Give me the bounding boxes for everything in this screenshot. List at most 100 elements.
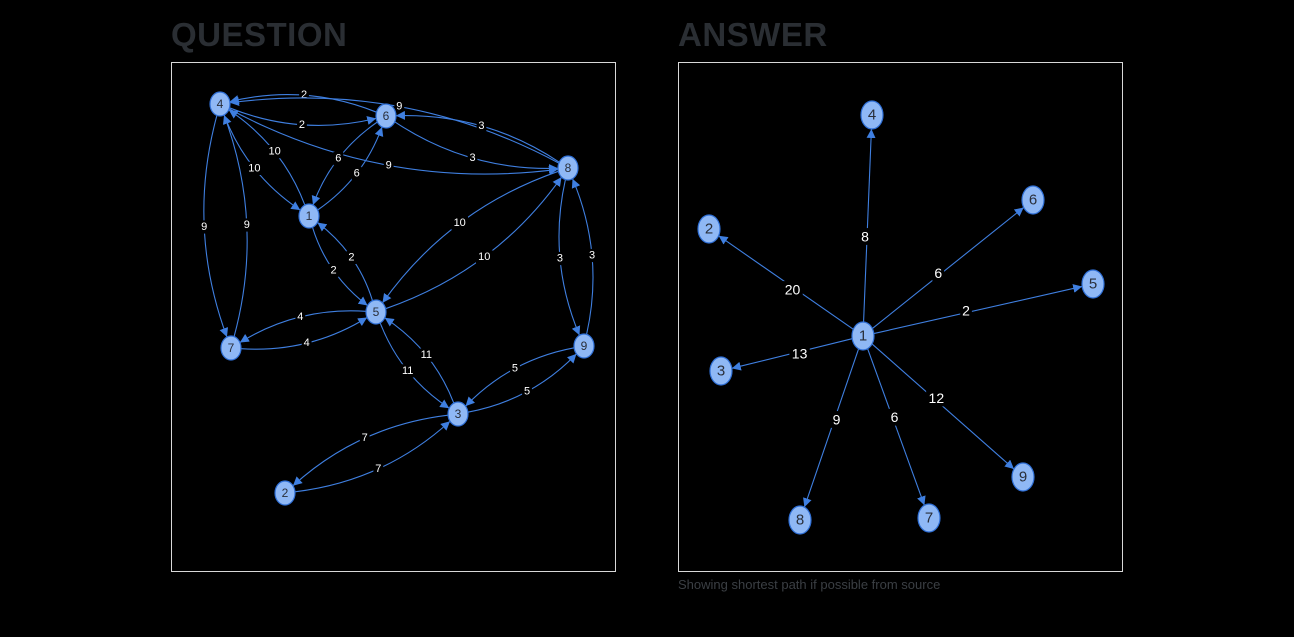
question-edge-6-1 bbox=[311, 121, 378, 206]
answer-edge-1-9 bbox=[871, 343, 1015, 470]
question-edge-label-6-8: 3 bbox=[469, 152, 475, 164]
question-edge-label-bg-6-4 bbox=[299, 88, 309, 102]
question-node-2 bbox=[274, 480, 296, 506]
answer-edge-label-1-5: 2 bbox=[962, 303, 970, 319]
answer-node-label-7: 7 bbox=[925, 510, 933, 527]
question-edge-label-6-1: 6 bbox=[335, 153, 341, 165]
answer-caption: Showing shortest path if possible from s… bbox=[678, 577, 941, 592]
answer-edge-label-bg-1-4 bbox=[859, 228, 871, 245]
answer-edge-label-bg-1-8 bbox=[830, 411, 843, 428]
question-edge-3-9 bbox=[467, 353, 577, 413]
question-edge-label-5-3: 11 bbox=[402, 365, 413, 377]
answer-edge-label-bg-1-2 bbox=[782, 281, 803, 298]
question-edge-label-7-4: 9 bbox=[244, 219, 250, 231]
question-edge-label-6-4: 2 bbox=[301, 89, 307, 101]
question-edge-label-bg-7-4 bbox=[241, 218, 252, 232]
question-node-label-5: 5 bbox=[373, 305, 380, 319]
question-edge-label-2-3: 7 bbox=[375, 463, 381, 475]
answer-node-4 bbox=[860, 100, 884, 130]
question-edge-label-bg-8-4 bbox=[394, 100, 405, 114]
question-edge-label-3-9: 5 bbox=[524, 386, 530, 398]
question-edge-label-bg-4-6 bbox=[297, 118, 307, 132]
answer-node-8 bbox=[788, 505, 812, 535]
question-node-6 bbox=[375, 103, 397, 129]
answer-node-5 bbox=[1081, 269, 1105, 299]
question-edge-label-9-8: 3 bbox=[589, 249, 595, 261]
question-edge-label-8-6: 3 bbox=[478, 120, 484, 132]
answer-node-6 bbox=[1021, 185, 1045, 215]
answer-edge-label-bg-1-5 bbox=[960, 302, 972, 320]
question-node-label-2: 2 bbox=[282, 486, 289, 500]
question-edge-label-bg-4-7 bbox=[199, 220, 210, 234]
question-edge-label-8-9: 3 bbox=[557, 253, 563, 265]
question-node-label-7: 7 bbox=[228, 341, 235, 355]
question-edge-label-bg-1-4 bbox=[266, 145, 283, 159]
question-edge-label-bg-6-8 bbox=[467, 151, 478, 165]
question-edge-label-bg-2-3 bbox=[373, 462, 384, 476]
answer-node-1 bbox=[851, 321, 875, 351]
question-edge-label-bg-9-8 bbox=[587, 248, 597, 263]
question-node-1 bbox=[298, 203, 320, 229]
answer-node-label-5: 5 bbox=[1089, 276, 1097, 293]
answer-title: ANSWER bbox=[678, 16, 828, 53]
answer-node-label-2: 2 bbox=[705, 221, 713, 238]
answer-edge-label-1-9: 12 bbox=[929, 390, 945, 406]
question-edge-label-bg-3-2 bbox=[359, 431, 370, 445]
question-edge-label-9-3: 5 bbox=[512, 362, 518, 374]
question-edge-label-8-4: 9 bbox=[396, 101, 402, 113]
question-node-label-6: 6 bbox=[383, 109, 390, 123]
question-node-label-9: 9 bbox=[581, 339, 588, 353]
answer-node-9 bbox=[1011, 462, 1035, 492]
answer-edge-label-bg-1-7 bbox=[888, 408, 901, 426]
question-edge-label-5-7: 4 bbox=[297, 311, 303, 323]
question-edge-label-bg-1-5 bbox=[328, 263, 339, 278]
question-edge-label-5-1: 2 bbox=[348, 251, 354, 263]
question-edge-5-8 bbox=[385, 176, 562, 310]
answer-edge-1-6 bbox=[871, 207, 1025, 329]
question-node-5 bbox=[365, 299, 387, 325]
question-edge-label-bg-3-5 bbox=[417, 348, 435, 362]
answer-edge-label-1-4: 8 bbox=[861, 228, 869, 244]
answer-edge-label-bg-1-9 bbox=[926, 389, 947, 407]
question-edge-8-5 bbox=[382, 170, 559, 304]
question-edge-label-bg-5-3 bbox=[399, 364, 417, 378]
answer-edge-label-bg-1-6 bbox=[932, 264, 945, 282]
question-edge-label-1-4: 10 bbox=[268, 146, 280, 158]
question-edge-label-bg-8-5 bbox=[451, 216, 469, 230]
question-node-label-3: 3 bbox=[455, 407, 462, 421]
answer-edge-label-1-8: 9 bbox=[833, 411, 841, 427]
question-edge-label-bg-4-8 bbox=[383, 158, 394, 172]
question-edge-label-bg-5-8 bbox=[475, 250, 493, 264]
question-edge-label-bg-4-1 bbox=[246, 161, 263, 175]
question-node-label-8: 8 bbox=[565, 161, 572, 175]
question-edge-label-5-8: 10 bbox=[478, 251, 490, 263]
question-edge-label-bg-8-9 bbox=[555, 251, 565, 266]
answer-edge-label-bg-1-3 bbox=[789, 345, 810, 363]
question-edge-label-bg-3-9 bbox=[522, 384, 532, 399]
answer-node-label-3: 3 bbox=[717, 363, 725, 380]
answer-node-label-4: 4 bbox=[868, 107, 876, 124]
answer-edge-label-1-6: 6 bbox=[934, 265, 942, 281]
question-edge-label-bg-5-1 bbox=[346, 250, 357, 265]
question-edge-label-bg-6-1 bbox=[333, 151, 344, 166]
question-edge-label-7-5: 4 bbox=[304, 337, 310, 349]
question-edge-9-3 bbox=[465, 347, 575, 407]
answer-node-label-6: 6 bbox=[1029, 192, 1037, 209]
question-edge-label-1-6: 6 bbox=[354, 167, 360, 179]
answer-node-7 bbox=[917, 503, 941, 533]
question-edge-label-8-5: 10 bbox=[454, 217, 466, 229]
question-edge-label-bg-7-5 bbox=[301, 336, 312, 350]
question-edge-label-1-5: 2 bbox=[331, 265, 337, 277]
answer-edge-1-5 bbox=[873, 284, 1083, 335]
question-edge-label-bg-1-6 bbox=[351, 166, 362, 181]
question-node-7 bbox=[220, 335, 242, 361]
answer-node-label-8: 8 bbox=[796, 512, 804, 529]
question-edge-label-3-5: 11 bbox=[421, 349, 432, 361]
answer-node-3 bbox=[709, 356, 733, 386]
answer-edge-1-8 bbox=[803, 348, 860, 508]
question-edge-label-4-8: 9 bbox=[386, 159, 392, 171]
question-edge-2-3 bbox=[294, 420, 451, 493]
question-edge-1-5 bbox=[311, 227, 368, 306]
